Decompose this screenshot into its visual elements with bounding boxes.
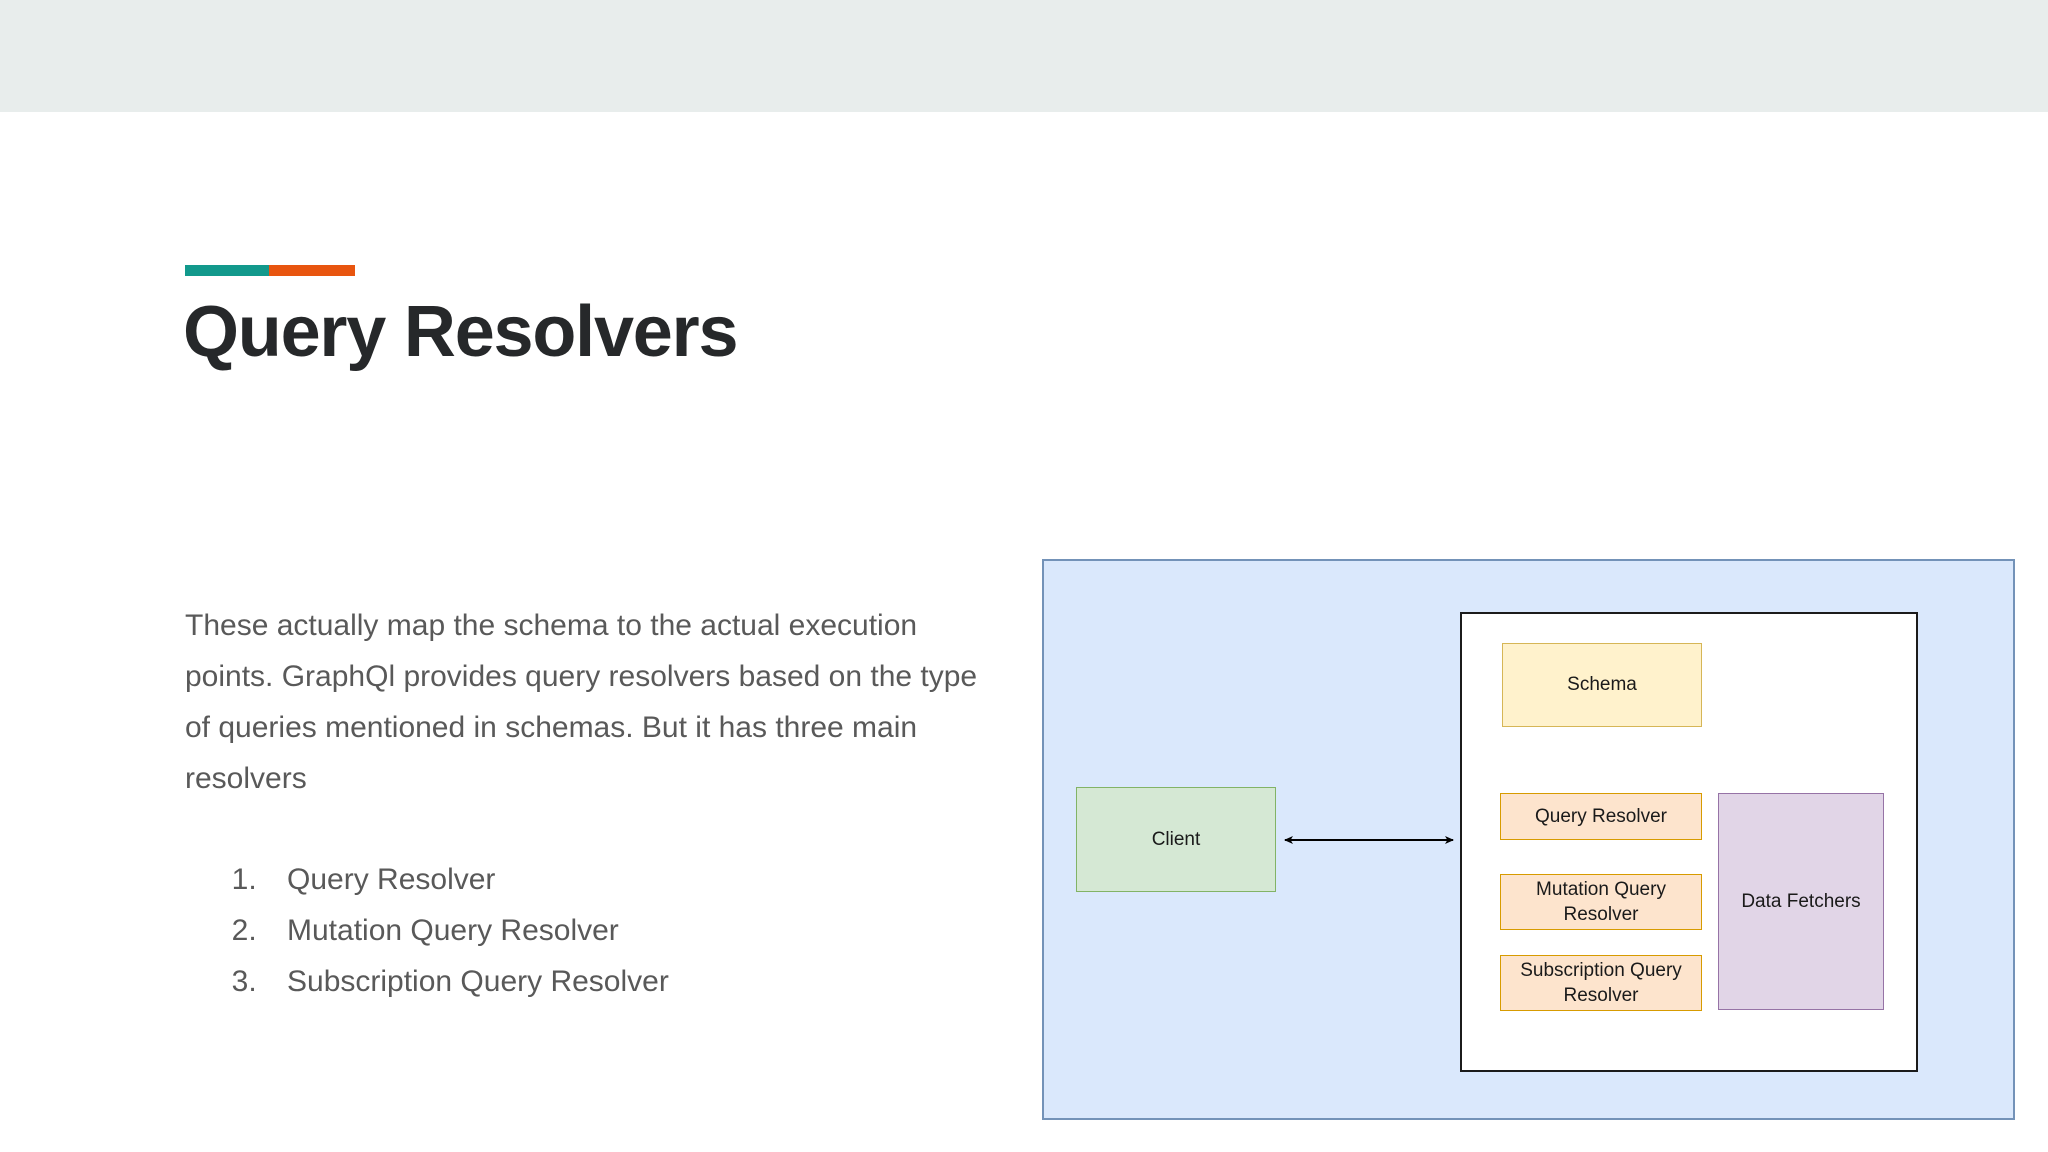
- diagram-node-schema: Schema: [1502, 643, 1702, 727]
- title-accent-bar: [185, 265, 355, 276]
- body-paragraph: These actually map the schema to the act…: [185, 609, 978, 795]
- slide-canvas: Query Resolvers These actually map the s…: [0, 112, 2048, 1152]
- diagram-node-client: Client: [1076, 787, 1276, 892]
- accent-bar-teal-segment: [185, 265, 269, 276]
- list-item: Subscription Query Resolver: [265, 956, 1065, 1007]
- list-item: Query Resolver: [265, 854, 1065, 905]
- list-item: Mutation Query Resolver: [265, 905, 1065, 956]
- page-title: Query Resolvers: [183, 292, 739, 372]
- accent-bar-orange-segment: [269, 265, 355, 276]
- resolver-list: Query Resolver Mutation Query Resolver S…: [185, 854, 1065, 1007]
- diagram-node-query-resolver: Query Resolver: [1500, 793, 1702, 840]
- diagram-node-data-fetchers: Data Fetchers: [1718, 793, 1884, 1010]
- client-server-arrow-icon: [1284, 836, 1454, 844]
- diagram-node-mutation-query-resolver: Mutation Query Resolver: [1500, 874, 1702, 930]
- top-banner-strip: [0, 0, 2048, 112]
- diagram-node-subscription-query-resolver: Subscription Query Resolver: [1500, 955, 1702, 1011]
